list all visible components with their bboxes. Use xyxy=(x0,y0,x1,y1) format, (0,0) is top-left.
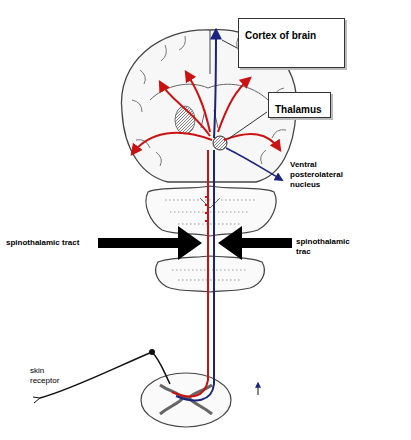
tract-label: spinothalamic trac xyxy=(296,237,352,257)
tract-label: spinothalamic tract xyxy=(6,238,96,248)
receptor-label: skin receptor xyxy=(30,366,72,386)
nucleus-label: Ventral posterolateral nucleus xyxy=(290,160,368,190)
label-box: Cortex of brain xyxy=(238,18,345,68)
box-label: Cortex of brain xyxy=(245,30,316,42)
box-label: Thalamus xyxy=(275,104,322,116)
label-box: Thalamus xyxy=(268,92,331,118)
